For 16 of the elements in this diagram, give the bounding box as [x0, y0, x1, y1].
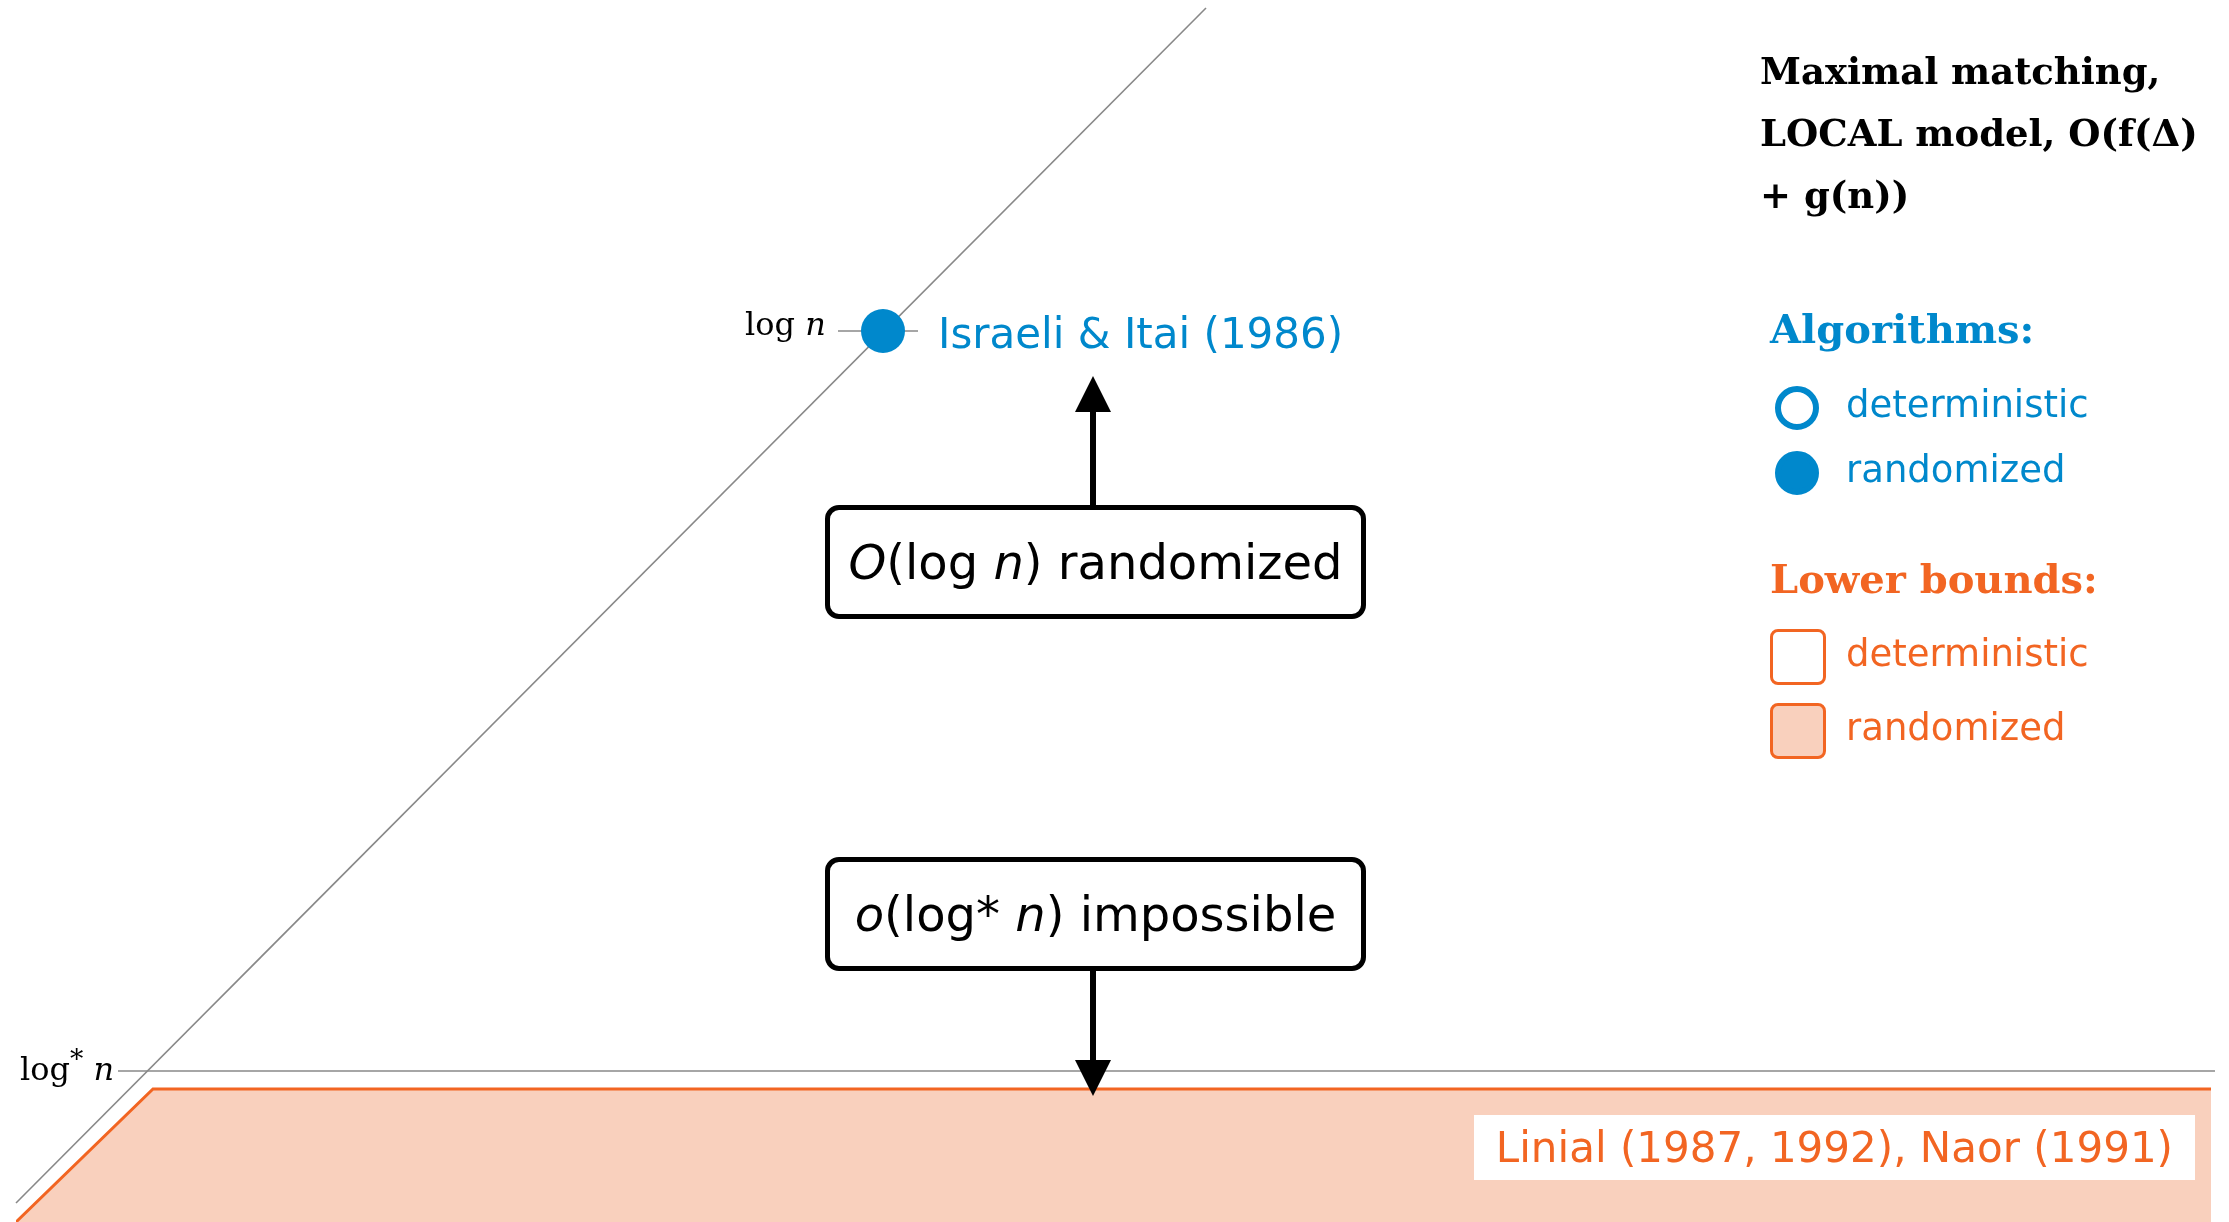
lower-bound-region	[16, 1087, 2213, 1222]
axis-label: log$^{*}$ n	[20, 1043, 115, 1088]
title: Maximal matching, LOCAL model, O(f(Δ) + g(n))	[1760, 48, 2199, 219]
legend-heading: Lower bounds:	[1770, 555, 2098, 602]
legend-label: randomized	[1846, 706, 2066, 749]
axis-label: log n	[745, 305, 826, 343]
citation-label: Linial (1987, 1992), Naor (1991)	[1473, 1115, 2195, 1180]
arrow	[1075, 376, 1111, 505]
legend-heading: Algorithms:	[1770, 305, 2035, 352]
legend-label: deterministic	[1846, 632, 2089, 675]
bound-box: O(log n) randomized	[825, 505, 1366, 619]
legend-label: deterministic	[1846, 383, 2089, 426]
legend-label: randomized	[1846, 448, 2066, 491]
bound-box: o(log* n) impossible	[825, 857, 1366, 971]
arrow	[1075, 971, 1111, 1096]
result-citation: Israeli & Itai (1986)	[938, 306, 1344, 362]
